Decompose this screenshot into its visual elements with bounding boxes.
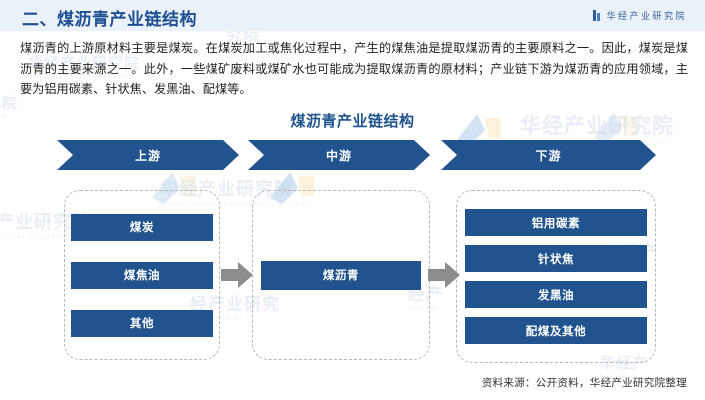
book-bars-icon: [592, 10, 601, 21]
node-downstream-3: 配煤及其他: [465, 317, 647, 344]
group-upstream: 煤炭 煤焦油 其他: [64, 190, 220, 360]
node-downstream-1: 针状焦: [465, 245, 647, 272]
node-upstream-0: 煤炭: [71, 213, 213, 241]
right-arrow-icon: [221, 262, 253, 288]
right-arrow-icon: [428, 262, 460, 288]
chart-title: 煤沥青产业链结构: [290, 113, 415, 130]
node-upstream-1: 煤焦油: [71, 261, 213, 289]
stage-chevron-downstream: 下游: [441, 140, 656, 170]
stage-chevron-midstream: 中游: [248, 140, 430, 170]
stage-chevron-row: 上游 中游 下游: [0, 140, 705, 170]
node-midstream-0: 煤沥青: [261, 260, 421, 290]
group-downstream: 铝用碳素 针状焦 发黑油 配煤及其他: [456, 190, 656, 363]
page-header: 二、煤沥青产业链结构 华经产业研究院: [0, 0, 705, 31]
stage-chevron-upstream: 上游: [57, 140, 239, 170]
node-upstream-2: 其他: [71, 309, 213, 337]
brand-logo: 华经产业研究院: [592, 9, 687, 22]
node-downstream-0: 铝用碳素: [465, 209, 647, 236]
page-title: 二、煤沥青产业链结构: [22, 10, 197, 29]
body-paragraph: 煤沥青的上游原材料主要是煤炭。在煤炭加工或焦化过程中，产生的煤焦油是提取煤沥青的…: [20, 41, 688, 96]
source-note: 资料来源：公开资料，华经产业研究院整理: [481, 377, 687, 389]
brand-name: 华经产业研究院: [606, 11, 687, 21]
group-midstream: 煤沥青: [252, 190, 430, 360]
node-downstream-2: 发黑油: [465, 281, 647, 308]
